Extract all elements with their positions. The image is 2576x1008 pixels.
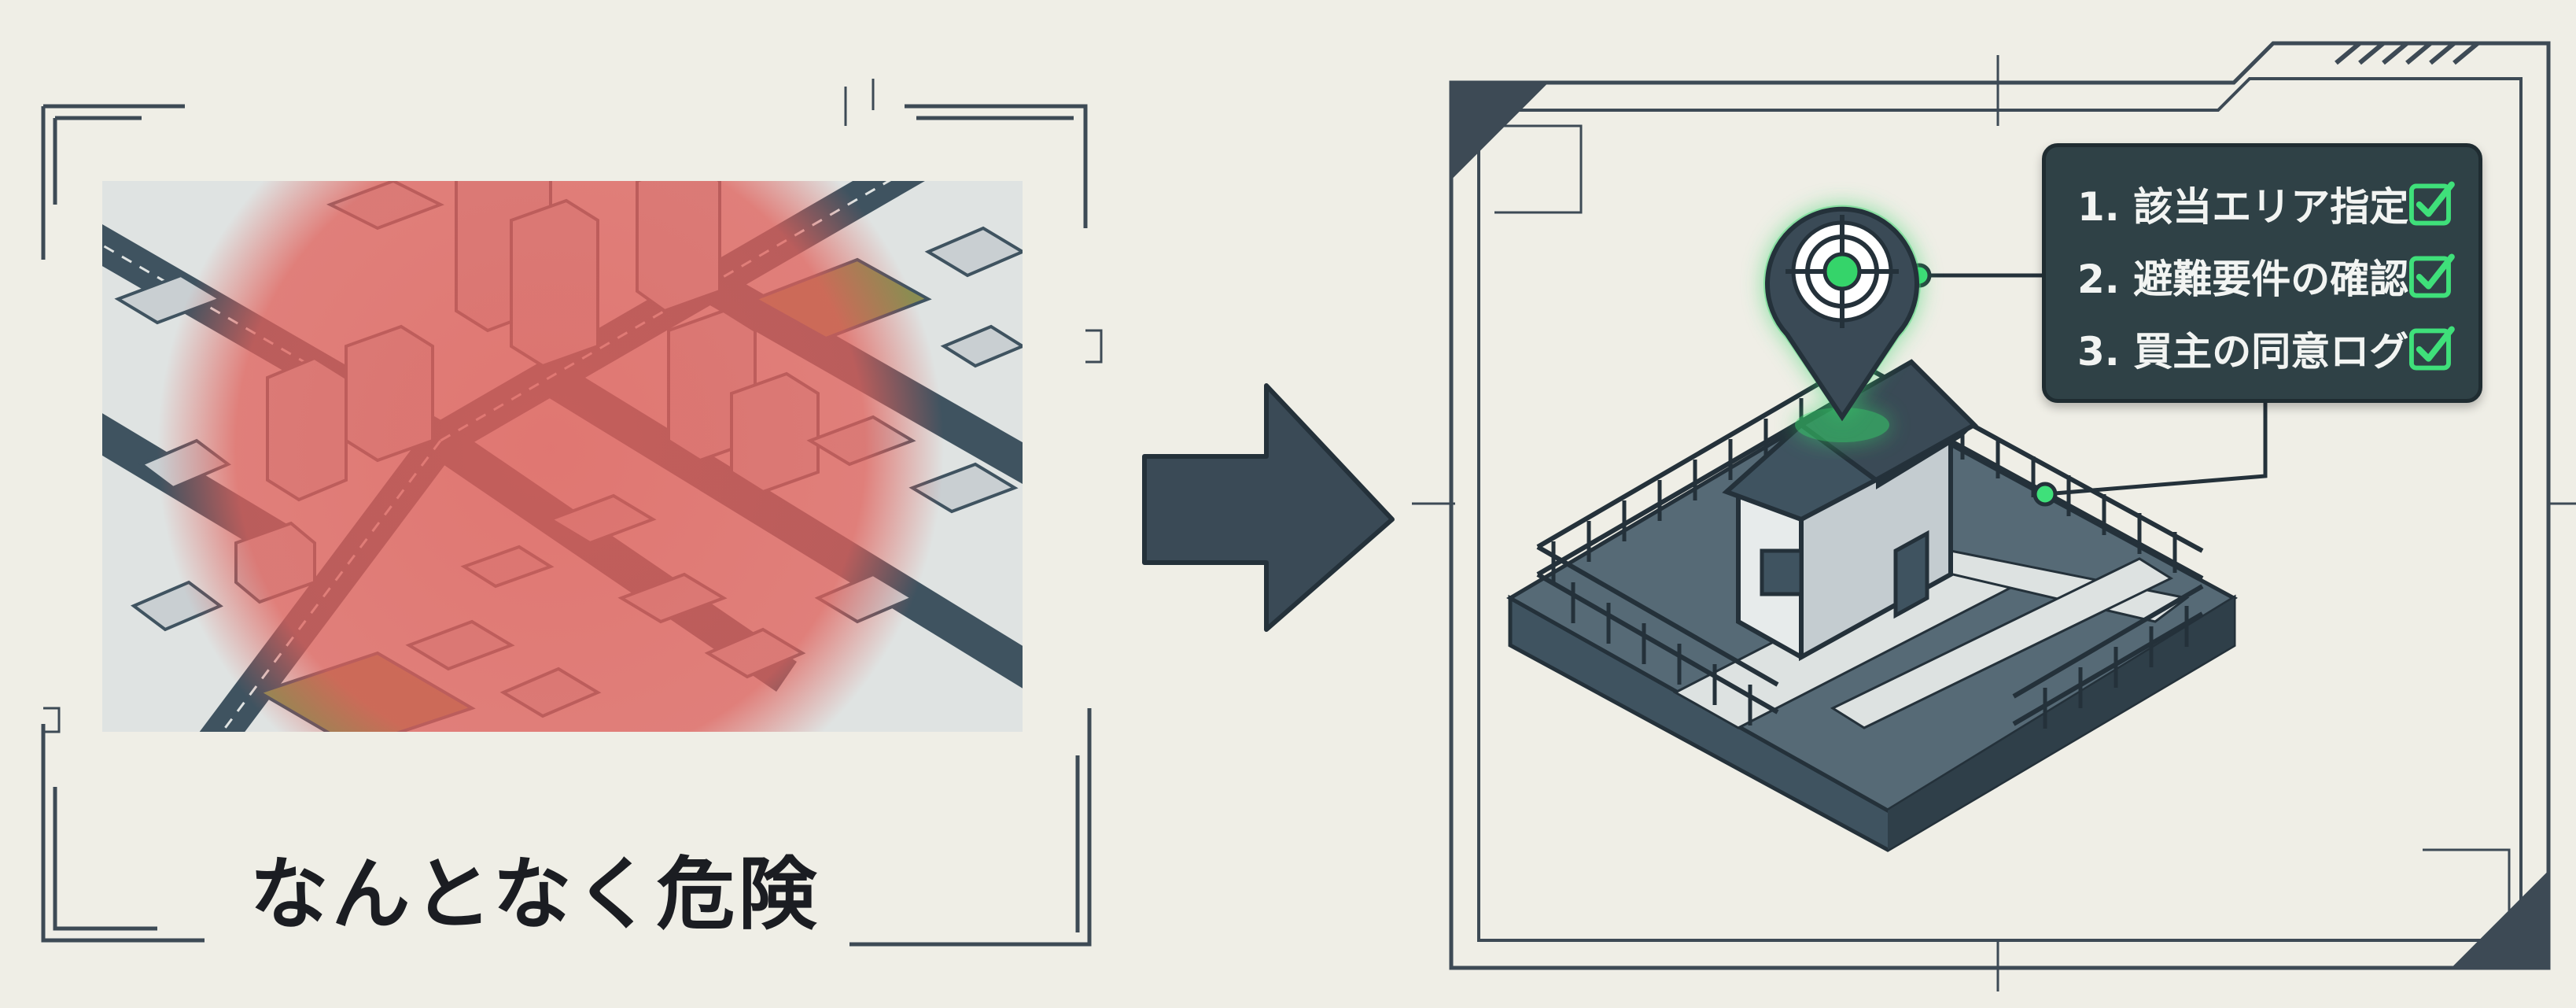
checklist-item-label: 1. 該当エリア指定 [2077, 184, 2409, 230]
checklist-item-label: 3. 買主の同意ログ [2077, 329, 2409, 375]
checkbox-checked-icon [2409, 253, 2456, 298]
checklist-item: 3. 買主の同意ログ [2077, 312, 2456, 385]
right-arrow-icon [1142, 383, 1395, 632]
checkbox-checked-icon [2409, 326, 2456, 371]
checkbox-checked-icon [2409, 181, 2456, 226]
left-frame [41, 79, 1103, 947]
checklist-item: 1. 該当エリア指定 [2077, 168, 2456, 240]
connector-lines [1919, 273, 2268, 497]
checklist-item-label: 2. 避難要件の確認 [2077, 257, 2409, 302]
requirements-checklist: 1. 該当エリア指定 2. 避難要件の確認 3. 買主の同意ログ [2042, 143, 2482, 403]
house-lot [1505, 359, 2238, 852]
connector-dot [2032, 482, 2058, 507]
location-target-pin-icon [1763, 205, 1921, 442]
right-frame [1412, 41, 2576, 991]
caption-vague-danger: なんとなく危険 [249, 848, 820, 940]
checklist-item: 2. 避難要件の確認 [2077, 240, 2456, 312]
city-map [102, 181, 1023, 732]
